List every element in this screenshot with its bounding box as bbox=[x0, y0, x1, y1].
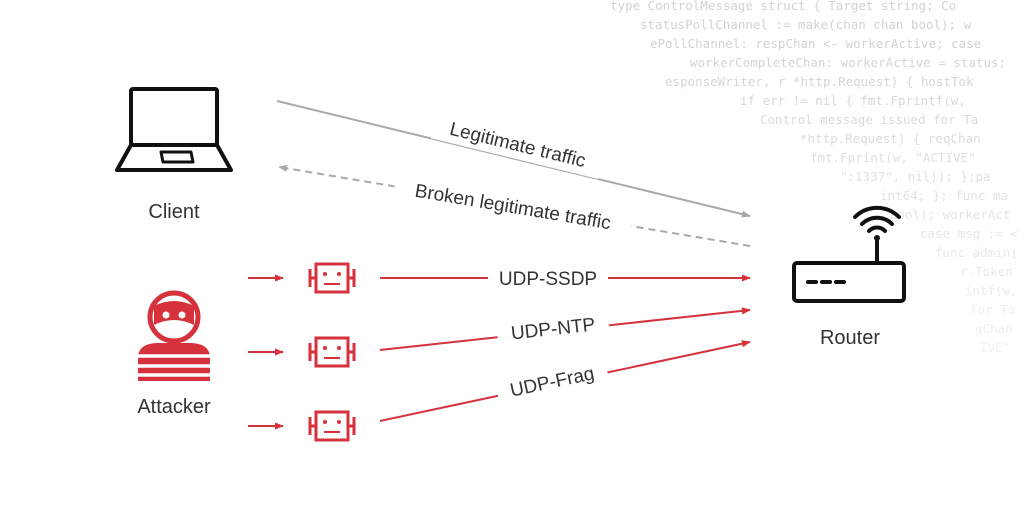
code-line: int64; }; func ma bbox=[880, 188, 1008, 203]
code-line: *http.Request) { reqChan bbox=[800, 131, 981, 146]
code-line: type ControlMessage struct { Target stri… bbox=[610, 0, 956, 13]
code-line: ":1337", nil)); };pa bbox=[840, 169, 991, 184]
router-label: Router bbox=[820, 327, 880, 349]
code-line: func admin( bbox=[935, 245, 1018, 260]
bot-icon bbox=[308, 262, 356, 294]
code-line: case msg := < bbox=[920, 226, 1018, 241]
code-line: ePollChannel: respChan <- workerActive; … bbox=[650, 36, 981, 51]
attacker-node: Attacker bbox=[137, 290, 211, 418]
code-line: IVE" bbox=[980, 340, 1010, 355]
code-line: r.Token bbox=[960, 264, 1013, 279]
router-node: Router bbox=[792, 205, 906, 349]
client-label: Client bbox=[148, 201, 200, 223]
ssdp-flow: UDP-SSDP bbox=[380, 263, 751, 293]
code-background: type ControlMessage struct { Target stri… bbox=[610, 0, 1018, 355]
code-line: esponseWriter, r *http.Request) { hostTo… bbox=[665, 74, 974, 89]
code-line: statusPollChannel := make(chan chan bool… bbox=[640, 17, 972, 32]
wifi-router-icon bbox=[792, 205, 906, 303]
masked-attacker-icon bbox=[138, 290, 210, 381]
broken-traffic-flow: Broken legitimate traffic bbox=[278, 164, 751, 247]
ssdp-label: UDP-SSDP bbox=[499, 269, 597, 290]
laptop-icon bbox=[115, 87, 233, 172]
code-line: qChan bbox=[975, 321, 1013, 336]
legitimate-traffic-arrow bbox=[276, 100, 751, 218]
code-line: for Ta bbox=[970, 302, 1015, 317]
code-line: bool); workerAct bbox=[890, 207, 1010, 222]
attacker-label: Attacker bbox=[137, 396, 211, 418]
client-node: Client bbox=[115, 87, 233, 223]
bot-icon bbox=[308, 336, 356, 368]
code-line: if err != nil { fmt.Fprintf(w, bbox=[740, 93, 966, 108]
ntp-flow: UDP-NTP bbox=[379, 307, 751, 351]
attacker-to-bot-arrows bbox=[248, 274, 284, 430]
bot-icon bbox=[308, 410, 356, 442]
code-line: fmt.Fprint(w, "ACTIVE" bbox=[810, 150, 976, 165]
code-line: Control message issued for Ta bbox=[760, 112, 978, 127]
frag-flow: UDP-Frag bbox=[379, 340, 751, 422]
code-line: intf(w, bbox=[965, 283, 1018, 298]
broken-traffic-arrow bbox=[278, 164, 751, 247]
code-line: workerCompleteChan: workerActive = statu… bbox=[690, 55, 1006, 70]
